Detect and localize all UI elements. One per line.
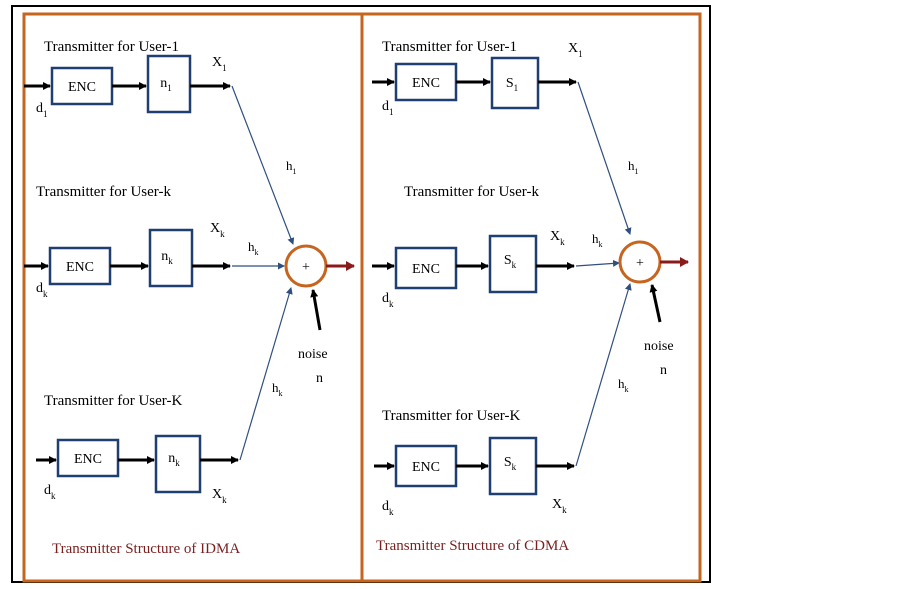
- input-label: dk: [36, 281, 48, 299]
- gain-label: h1: [628, 158, 639, 176]
- cdma-user-k: Transmitter for User-k ENC Sk dk Xk hk: [372, 184, 620, 309]
- encoder-label: ENC: [74, 452, 102, 467]
- encoder-block: [50, 66, 114, 106]
- channel-line: [231, 85, 295, 245]
- encoder-label: ENC: [412, 460, 440, 475]
- panel-cdma-border: [360, 12, 702, 583]
- gain-label: h1: [286, 158, 297, 176]
- encoder-label: ENC: [66, 260, 94, 275]
- noise-symbol: n: [660, 363, 667, 378]
- panel-cdma: Transmitter for User-1 ENC S1 d1 X1 h1 T…: [360, 12, 702, 583]
- noise-label: noise: [298, 347, 328, 362]
- spreader-label: S1: [506, 76, 518, 93]
- spreader-label: Sk: [504, 253, 517, 270]
- input-label: dk: [382, 291, 394, 309]
- noise-arrow: [310, 289, 322, 331]
- encoder-block: [56, 438, 120, 478]
- panel-caption: Transmitter Structure of CDMA: [376, 538, 569, 554]
- interleaver-label: nk: [168, 451, 180, 468]
- output-label: Xk: [552, 497, 567, 515]
- interleaver-label: n1: [160, 76, 172, 93]
- noise-arrow: [649, 284, 662, 323]
- output-label: X1: [568, 41, 583, 59]
- channel-line: [575, 283, 632, 467]
- output-label: Xk: [212, 487, 227, 505]
- noise-symbol: n: [316, 371, 323, 386]
- encoder-label: ENC: [412, 76, 440, 91]
- output-label: Xk: [210, 221, 225, 239]
- channel-line: [575, 259, 620, 267]
- user-title: Transmitter for User-1: [382, 39, 517, 55]
- cdma-user-1: Transmitter for User-1 ENC S1 d1 X1 h1: [372, 39, 639, 235]
- spreader-block: [490, 56, 540, 110]
- gain-label: hk: [272, 380, 283, 398]
- output-label: X1: [212, 55, 227, 73]
- spreader-label: Sk: [504, 455, 517, 472]
- gain-label: hk: [618, 376, 629, 394]
- cdma-user-K: Transmitter for User-K ENC Sk dk Xk hk: [374, 283, 632, 517]
- encoder-label: ENC: [68, 80, 96, 95]
- idma-user-K: Transmitter for User-K ENC nk dk Xk hk: [36, 287, 293, 505]
- adder-symbol: +: [636, 256, 644, 271]
- input-label: dk: [44, 483, 56, 501]
- encoder-block: [394, 444, 458, 488]
- encoder-label: ENC: [412, 262, 440, 277]
- input-label: d1: [36, 101, 48, 119]
- panel-idma: Transmitter for User-1 ENC n1 d1 X1 h1 T…: [22, 12, 364, 583]
- idma-user-1: Transmitter for User-1 ENC n1 d1 X1 h1: [24, 39, 297, 245]
- user-title: Transmitter for User-k: [404, 184, 539, 200]
- user-title: Transmitter for User-1: [44, 39, 179, 55]
- interleaver-label: nk: [161, 249, 173, 266]
- gain-label: hk: [592, 231, 603, 249]
- interleaver-block: [146, 54, 192, 114]
- idma-user-k: Transmitter for User-k ENC nk dk Xk hk: [24, 184, 285, 299]
- spreader-block: [488, 234, 538, 294]
- user-title: Transmitter for User-K: [44, 393, 182, 409]
- adder-symbol: +: [302, 260, 310, 275]
- input-label: dk: [382, 499, 394, 517]
- input-label: d1: [382, 99, 394, 117]
- output-label: Xk: [550, 229, 565, 247]
- channel-line: [239, 287, 293, 461]
- channel-line: [577, 81, 632, 235]
- user-title: Transmitter for User-K: [382, 408, 520, 424]
- user-title: Transmitter for User-k: [36, 184, 171, 200]
- noise-label: noise: [644, 339, 674, 354]
- interleaver-block: [154, 434, 202, 494]
- encoder-block: [394, 246, 458, 290]
- encoder-block: [48, 246, 112, 286]
- interleaver-block: [148, 228, 194, 288]
- panel-caption: Transmitter Structure of IDMA: [52, 541, 240, 557]
- gain-label: hk: [248, 239, 259, 257]
- spreader-block: [488, 436, 538, 496]
